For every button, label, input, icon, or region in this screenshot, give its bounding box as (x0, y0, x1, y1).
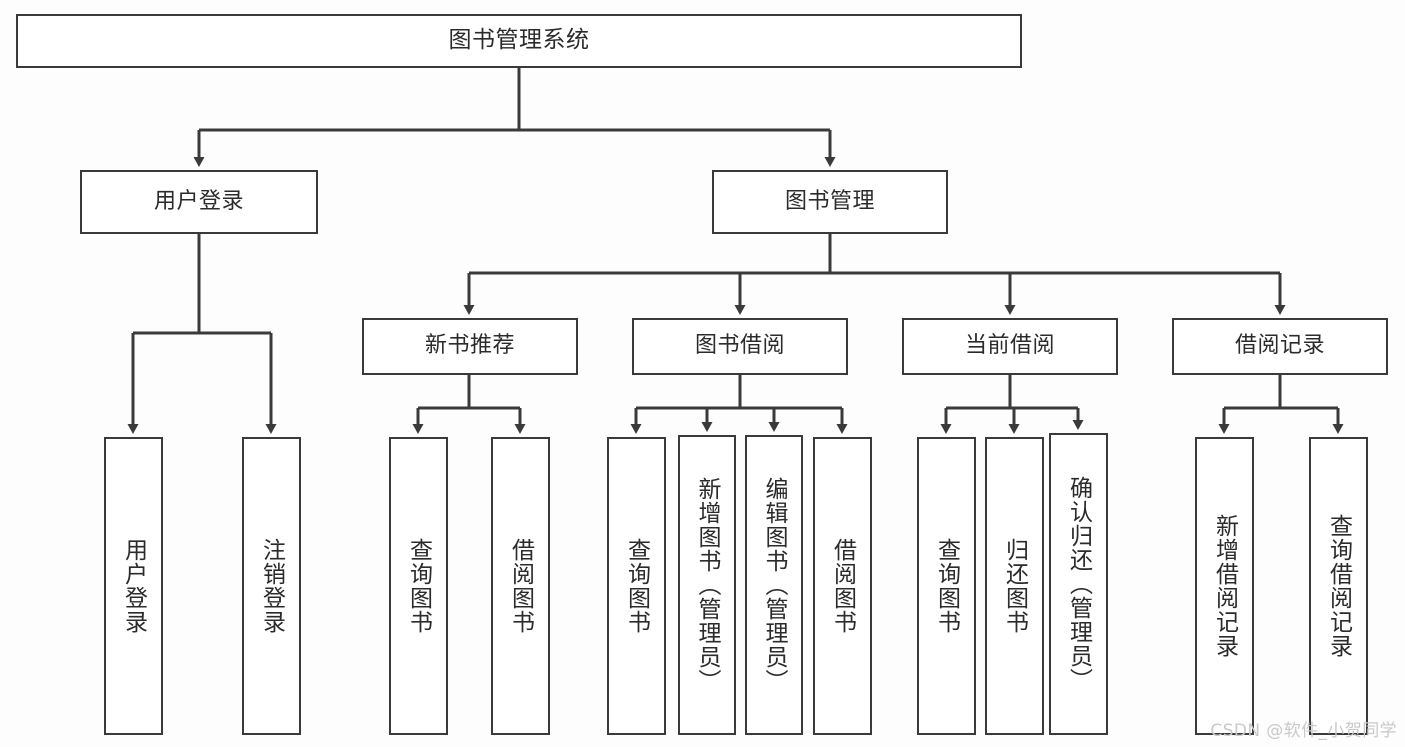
leaf-recommend-borrow-book[interactable]: 借阅图书 (491, 437, 550, 735)
node-borrow-record[interactable]: 借阅记录 (1172, 318, 1388, 375)
leaf-recommend-query-book[interactable]: 查询图书 (389, 437, 448, 735)
node-user-login-label: 用户登录 (153, 188, 244, 214)
node-book-management[interactable]: 图书管理 (712, 170, 948, 234)
node-new-book-recommend[interactable]: 新书推荐 (362, 318, 578, 375)
leaf-borrow-edit-book[interactable]: 编辑图书（管理员） (745, 435, 803, 735)
node-root-label: 图书管理系统 (448, 27, 590, 54)
leaf-record-query-label: 查询借阅记录 (1325, 514, 1352, 658)
leaf-record-add-label: 新增借阅记录 (1211, 514, 1238, 658)
leaf-borrow-query-book[interactable]: 查询图书 (607, 437, 666, 735)
leaf-borrow-edit-book-label: 编辑图书（管理员） (761, 477, 788, 693)
leaf-recommend-query-book-label: 查询图书 (405, 538, 432, 634)
node-book-borrow[interactable]: 图书借阅 (632, 318, 848, 375)
leaf-current-query-book-label: 查询图书 (933, 538, 960, 634)
leaf-borrow-add-book-label: 新增图书（管理员） (694, 477, 721, 693)
node-book-borrow-label: 图书借阅 (694, 333, 785, 359)
leaf-current-return-book[interactable]: 归还图书 (985, 437, 1044, 735)
leaf-user-login-label: 用户登录 (120, 538, 147, 634)
node-new-book-recommend-label: 新书推荐 (424, 333, 515, 359)
leaf-record-add[interactable]: 新增借阅记录 (1195, 437, 1254, 735)
leaf-current-query-book[interactable]: 查询图书 (917, 437, 976, 735)
leaf-user-logout-label: 注销登录 (258, 538, 285, 634)
node-current-borrow-label: 当前借阅 (964, 333, 1055, 359)
leaf-current-confirm-return[interactable]: 确认归还（管理员） (1049, 433, 1108, 735)
node-book-management-label: 图书管理 (784, 188, 875, 214)
leaf-user-login[interactable]: 用户登录 (104, 437, 163, 735)
leaf-borrow-add-book[interactable]: 新增图书（管理员） (678, 435, 736, 735)
leaf-record-query[interactable]: 查询借阅记录 (1309, 437, 1368, 735)
leaf-current-return-book-label: 归还图书 (1001, 538, 1028, 634)
leaf-borrow-borrow-book[interactable]: 借阅图书 (813, 437, 872, 735)
node-borrow-record-label: 借阅记录 (1234, 333, 1325, 359)
leaf-borrow-query-book-label: 查询图书 (623, 538, 650, 634)
leaf-recommend-borrow-book-label: 借阅图书 (507, 538, 534, 634)
leaf-borrow-borrow-book-label: 借阅图书 (829, 538, 856, 634)
node-user-login[interactable]: 用户登录 (80, 170, 318, 234)
leaf-user-logout[interactable]: 注销登录 (242, 437, 301, 735)
watermark: CSDN @软件_小贺同学 (1210, 721, 1397, 741)
node-current-borrow[interactable]: 当前借阅 (902, 318, 1118, 375)
leaf-current-confirm-return-label: 确认归还（管理员） (1065, 476, 1092, 692)
node-root[interactable]: 图书管理系统 (16, 14, 1022, 68)
